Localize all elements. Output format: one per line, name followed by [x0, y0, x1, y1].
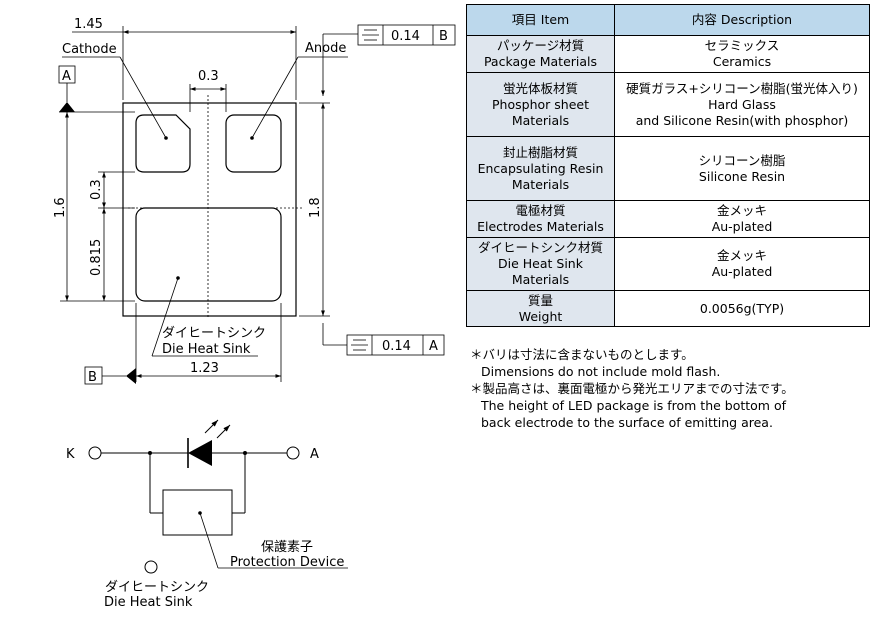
table-header-row: 項目 Item 内容 Description [466, 4, 870, 36]
dim-height-left: 1.6 [53, 197, 68, 218]
dim-height-right: 1.8 [308, 197, 323, 218]
notes: ＊バリは寸法に含まないものとします。 Dimensions do not inc… [470, 346, 794, 431]
package-outline [122, 102, 297, 317]
anode-label: Anode [305, 41, 346, 56]
led-diode-symbol [188, 440, 212, 466]
item-line: Materials [511, 112, 570, 128]
circuit-k-label: K [66, 447, 75, 462]
description-line: Au-plated [711, 264, 773, 279]
dim-upper-pad: 0.3 [89, 179, 104, 200]
description-line: Silicone Resin [698, 168, 786, 184]
header-description: 内容 Description [614, 4, 870, 36]
item-line: 電極材質 [515, 203, 566, 218]
datum-b-label: B [88, 370, 97, 385]
description-line: 金メッキ [716, 248, 767, 263]
note-line: ＊バリは寸法に含まないものとします。 [470, 347, 694, 362]
dim-top-width: 1.45 [74, 17, 103, 32]
protection-device-symbol [162, 489, 233, 536]
item-line: Phosphor sheet [492, 96, 589, 112]
description-line: Ceramics [712, 54, 772, 69]
description-line: セラミックス [704, 38, 780, 53]
item-line: Encapsulating Resin [477, 160, 604, 176]
item-line: Materials [511, 176, 570, 192]
heat-sink-terminal [144, 560, 158, 574]
description-line: 硬質ガラス+シリコーン樹脂(蛍光体入り) [626, 80, 858, 96]
circuit-sink-label-jp: ダイヒートシンク [105, 580, 209, 595]
note-line: ＊製品高さは、裏面電極から発光エリアまでの寸法です。 [470, 381, 794, 396]
item-line: 蛍光体板材質 [502, 80, 578, 96]
item-line: Materials [511, 272, 570, 287]
light-emission-arrow [204, 419, 219, 434]
k-terminal [88, 446, 102, 460]
description-line: and Silicone Resin(with phosphor) [635, 112, 849, 128]
heat-sink-label-jp: ダイヒートシンク [162, 326, 266, 341]
datum-a-triangle [59, 102, 75, 112]
item-line: パッケージ材質 [496, 38, 585, 53]
heat-sink-label-en: Die Heat Sink [162, 342, 251, 357]
description-line: シリコーン樹脂 [698, 152, 786, 168]
tolerance-frame-bottom [346, 334, 445, 356]
description-cell: 0.0056g(TYP) [614, 290, 870, 327]
header-item: 項目 Item [466, 4, 615, 36]
heat-sink-pad [135, 207, 282, 302]
note-line: back electrode to the surface of emittin… [481, 415, 773, 430]
tolerance-top-ref: B [439, 29, 448, 44]
dim-lower-pad: 0.815 [89, 239, 104, 276]
anode-pad [225, 114, 282, 173]
item-line: 封止樹脂材質 [502, 144, 578, 160]
a-terminal [286, 446, 300, 460]
note-line: The height of LED package is from the bo… [481, 398, 787, 413]
description-line: Hard Glass [708, 96, 776, 112]
datum-b-box [84, 366, 103, 385]
description-line: Au-plated [711, 219, 773, 234]
tolerance-top-value: 0.14 [391, 29, 420, 44]
tolerance-bottom-value: 0.14 [382, 339, 411, 354]
cathode-pad [135, 114, 191, 173]
tolerance-frame-top [357, 24, 456, 46]
item-line: Die Heat Sink [498, 256, 583, 271]
description-line: 0.0056g(TYP) [699, 300, 785, 316]
dim-bottom-width: 1.23 [190, 361, 219, 376]
item-line: ダイヒートシンク材質 [477, 240, 603, 255]
item-line: Package Materials [483, 54, 598, 69]
protection-label-en: Protection Device [230, 555, 344, 570]
item-line: Electrodes Materials [477, 219, 604, 234]
datum-b-triangle [126, 368, 136, 384]
description-line: 金メッキ [716, 203, 767, 218]
note-line: Dimensions do not include mold flash. [481, 364, 721, 379]
protection-label-jp: 保護素子 [261, 539, 313, 555]
item-line: Weight [518, 308, 563, 324]
circuit-sink-label-en: Die Heat Sink [104, 595, 193, 610]
item-line: 質量 [527, 292, 553, 308]
cathode-label: Cathode [62, 42, 117, 57]
datum-a-label: A [62, 69, 71, 84]
tolerance-bottom-ref: A [429, 339, 438, 354]
circuit-a-label: A [310, 447, 319, 462]
dim-gap: 0.3 [198, 69, 219, 84]
